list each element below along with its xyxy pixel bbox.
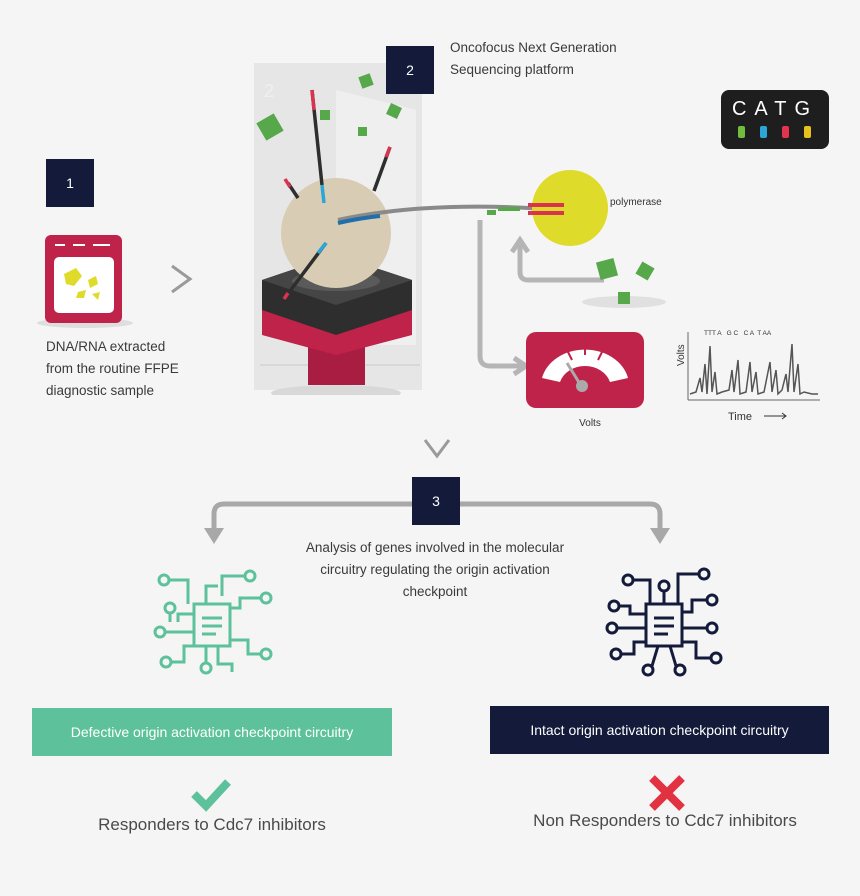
voltmeter-icon — [526, 332, 644, 408]
catg-logo: CATG — [721, 90, 829, 149]
step-1-badge: 1 — [46, 159, 94, 207]
catg-logo-text: CATG — [731, 98, 819, 120]
trace-bases-label: TTT A G C C A T AA — [704, 330, 772, 337]
step-3-number: 3 — [432, 493, 440, 509]
responders-text: Responders to Cdc7 inhibitors — [98, 815, 326, 834]
circuit-intact-icon — [605, 567, 723, 677]
trace-xlabel: Time — [728, 411, 752, 423]
branch-arrows — [204, 501, 670, 544]
step-2-text: Oncofocus Next Generation Sequencing pla… — [450, 40, 617, 77]
polymerase-label: polymerase — [610, 197, 662, 208]
chevron-down-icon — [423, 439, 451, 459]
sample-cassette-icon — [37, 235, 133, 328]
voltmeter-label: Volts — [579, 418, 601, 429]
polymerase-diagram — [337, 170, 666, 308]
chevron-right-icon — [171, 264, 193, 294]
checkmark-icon — [191, 779, 231, 812]
step-2-badge: 2 — [386, 46, 434, 94]
svg-text:2: 2 — [264, 81, 274, 101]
step-1-text: DNA/RNA extracted from the routine FFPE … — [46, 339, 179, 398]
step-3-text: Analysis of genes involved in the molecu… — [305, 540, 565, 599]
cross-icon — [649, 775, 685, 811]
trace-ylabel: Volts — [676, 344, 687, 366]
intact-circuitry-banner: Intact origin activation checkpoint circ… — [490, 706, 829, 754]
step-3-badge: 3 — [412, 477, 460, 525]
circuit-defective-icon — [153, 569, 273, 675]
non-responders-text: Non Responders to Cdc7 inhibitors — [533, 811, 797, 830]
defective-circuitry-banner: Defective origin activation checkpoint c… — [32, 708, 392, 756]
step-2-number: 2 — [406, 62, 414, 78]
step-1-number: 1 — [66, 175, 74, 191]
sequencing-trace-chart: Volts Time — [676, 332, 820, 423]
